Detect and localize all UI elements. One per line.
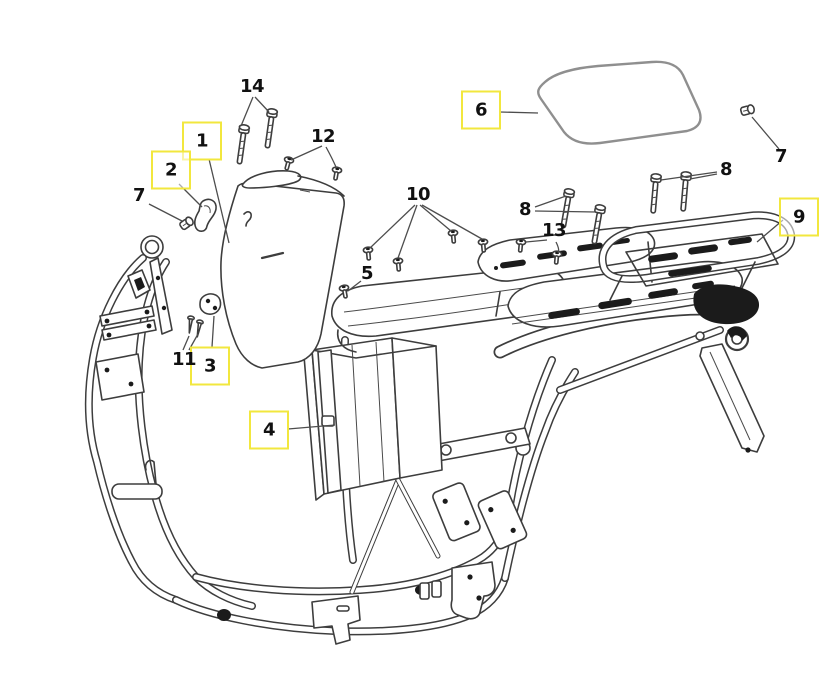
screw-part-10b	[392, 257, 405, 273]
leader-lines	[148, 96, 784, 430]
callout-2[interactable]: 2	[151, 150, 191, 190]
screw-part-11a	[184, 314, 196, 335]
rear-fender	[693, 284, 765, 453]
callout-7-left: 7	[132, 185, 146, 206]
callout-14: 14	[239, 76, 265, 97]
front-shield-part-1	[220, 170, 345, 369]
screw-part-12a	[281, 155, 295, 172]
callout-3[interactable]: 3	[190, 346, 230, 386]
bolt-part-8c	[647, 172, 663, 215]
bolt-part-7-right	[739, 103, 756, 117]
battery-box-part-4	[303, 337, 443, 501]
callout-11: 11	[171, 349, 197, 370]
bolt-part-14a	[233, 123, 251, 166]
latch-bracket-part-3	[199, 293, 222, 315]
callout-6[interactable]: 6	[461, 90, 501, 130]
callout-8-right: 8	[719, 159, 733, 180]
callout-10: 10	[405, 184, 431, 205]
callout-9[interactable]: 9	[779, 197, 819, 237]
screw-part-10c	[447, 229, 460, 245]
callout-4[interactable]: 4	[249, 410, 289, 450]
steering-head-ring	[140, 235, 164, 259]
frame-body	[84, 235, 740, 645]
callout-12: 12	[310, 126, 336, 147]
callout-5: 5	[360, 263, 374, 284]
screw-part-11b	[192, 318, 205, 339]
bolt-part-7-left	[177, 215, 196, 232]
bolt-part-14b	[261, 107, 279, 150]
hook-bracket-part-2	[193, 198, 217, 232]
callout-8-left: 8	[518, 199, 532, 220]
callout-7-right: 7	[774, 146, 788, 167]
screw-part-10a	[362, 246, 375, 262]
screw-part-12b	[329, 165, 343, 182]
seat-pad-part-6	[537, 60, 702, 145]
callout-13: 13	[541, 220, 567, 241]
